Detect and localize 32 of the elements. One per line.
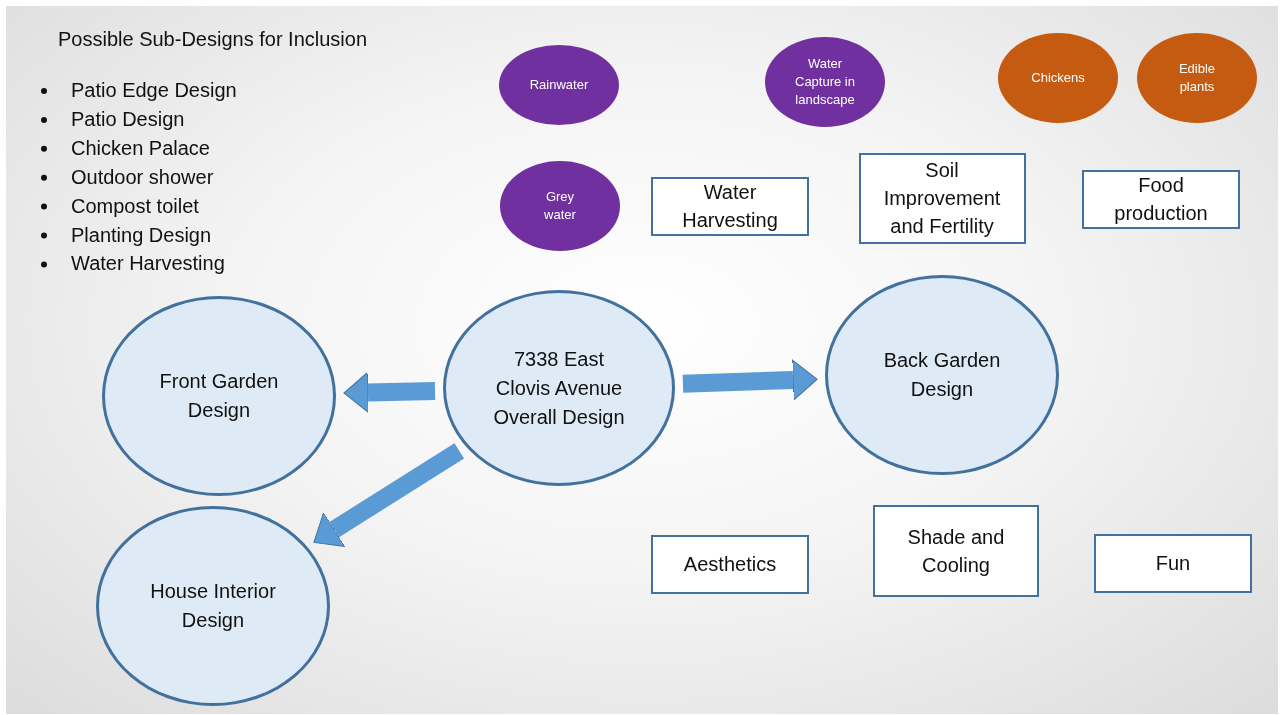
- node-label: 7338 East Clovis Avenue Overall Design: [492, 346, 626, 430]
- node-label: Water Capture in landscape: [794, 54, 856, 110]
- topic-box: [1082, 169, 1240, 229]
- list-item: Patio Edge Design: [71, 79, 237, 102]
- topic-box: [858, 152, 1026, 244]
- list-item: Outdoor shower: [71, 165, 214, 189]
- node-label: Water Harvesting: [681, 180, 779, 233]
- list-item: Patio Design: [71, 107, 185, 131]
- block-arrow: [313, 443, 465, 548]
- node-label: Aesthetics: [683, 552, 777, 577]
- block-arrow: [682, 359, 818, 401]
- topic-box: [873, 505, 1039, 597]
- node-label: Food production: [1113, 173, 1209, 226]
- topic-box: [1094, 533, 1252, 593]
- node-label: Soil Improvement and Fertility: [882, 158, 1002, 239]
- node-label: Back Garden Design: [882, 348, 1002, 402]
- list-item: Compost toilet: [71, 194, 199, 218]
- block-arrow: [343, 372, 436, 413]
- list-item: Chicken Palace: [71, 136, 210, 160]
- list-item: Water Harvesting: [71, 252, 225, 276]
- list-heading: Possible Sub-Designs for Inclusion: [58, 28, 368, 51]
- node-label: Grey water: [543, 187, 577, 224]
- list-item: Planting Design: [71, 223, 212, 247]
- node-label: Rainwater: [529, 75, 589, 94]
- node-label: Front Garden Design: [158, 369, 280, 423]
- topic-box: [651, 534, 809, 594]
- node-label: Edible plants: [1177, 59, 1217, 96]
- node-label: Shade and Cooling: [906, 525, 1006, 578]
- topic-box: [651, 176, 809, 236]
- node-label: House Interior Design: [149, 579, 277, 633]
- node-label: Fun: [1155, 551, 1191, 576]
- node-label: Chickens: [1031, 68, 1085, 87]
